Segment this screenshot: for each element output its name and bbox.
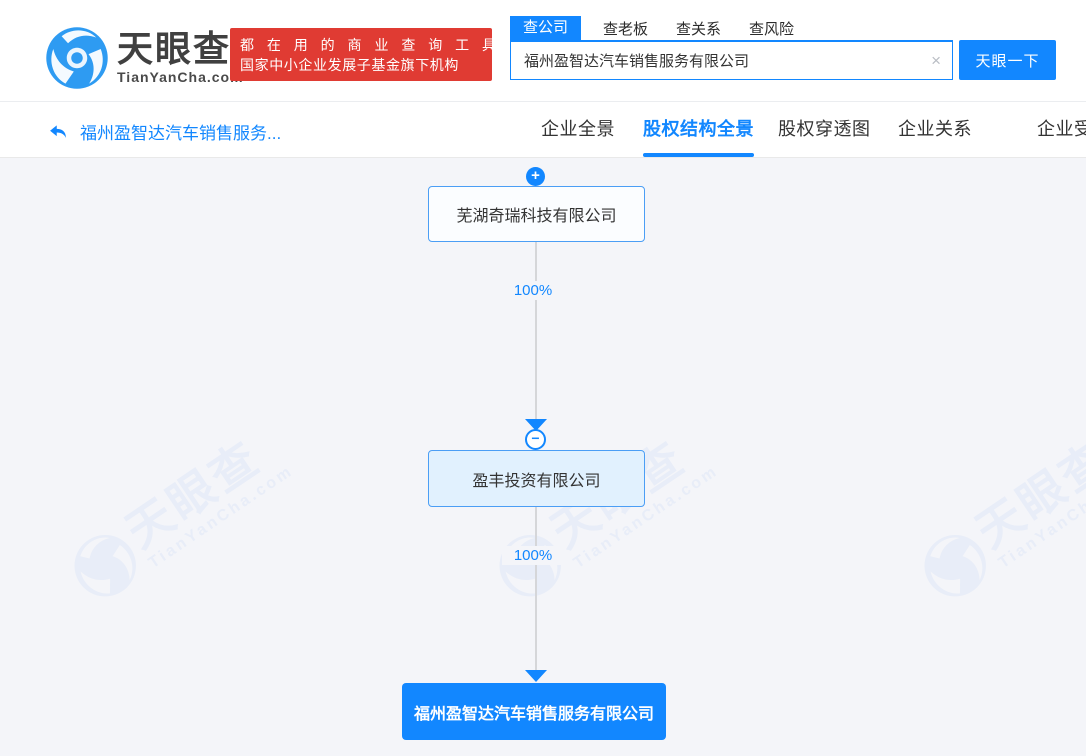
edge-arrowhead-bottom xyxy=(525,670,547,682)
company-node-shareholder[interactable]: 芜湖奇瑞科技有限公司 xyxy=(428,186,645,242)
search-input[interactable] xyxy=(511,42,952,79)
company-name-breadcrumb: 福州盈智达汽车销售服务... xyxy=(80,124,282,143)
watermark: 天眼查 TianYanCha.com xyxy=(875,364,1086,612)
search-tab-company[interactable]: 查公司 xyxy=(510,16,582,40)
brand-domain: TianYanCha.com xyxy=(117,69,244,85)
watermark-subtext: TianYanCha.com xyxy=(145,462,297,572)
tianyancha-swirl-icon xyxy=(46,27,108,89)
tab-equity-structure-label: 股权结构全景 xyxy=(643,119,754,139)
tab-equity-penetration[interactable]: 股权穿透图 xyxy=(778,119,871,139)
watermark-text: 天眼查 xyxy=(966,430,1086,558)
brand-name: 天眼查 xyxy=(117,28,232,69)
tab-beneficial-owner[interactable]: 企业受 xyxy=(1037,119,1086,139)
watermark-swirl-icon xyxy=(499,534,561,597)
watermark-text: 天眼查 xyxy=(968,751,1086,756)
tab-company-relations[interactable]: 企业关系 xyxy=(898,119,972,139)
clear-search-icon[interactable]: × xyxy=(931,51,941,70)
promo-line-2: 国家中小企业发展子基金旗下机构 xyxy=(240,56,459,73)
search-category-tabs: 查公司 查老板 查关系 查风险 xyxy=(510,16,822,40)
watermark-text: 天眼查 xyxy=(117,736,286,756)
search-box: × xyxy=(510,40,953,80)
company-node-target[interactable]: 福州盈智达汽车销售服务有限公司 xyxy=(402,683,666,740)
promo-banner: 都 在 用 的 商 业 查 询 工 具 国家中小企业发展子基金旗下机构 xyxy=(230,28,501,81)
tab-equity-structure[interactable]: 股权结构全景 xyxy=(643,102,754,157)
watermark-swirl-icon xyxy=(924,534,986,597)
watermark: 天眼查 TianYanCha.com xyxy=(25,679,305,756)
search-tab-boss[interactable]: 查老板 xyxy=(603,20,649,38)
expand-node-button[interactable]: + xyxy=(526,167,545,186)
search-tab-risk[interactable]: 查风险 xyxy=(749,20,795,38)
active-tab-underline xyxy=(643,153,754,157)
tianyancha-logo[interactable]: 天眼查 TianYanCha.com xyxy=(45,26,244,90)
search-submit-button[interactable]: 天眼一下 xyxy=(959,40,1056,80)
watermark-subtext: TianYanCha.com xyxy=(995,462,1086,572)
watermark-swirl-icon xyxy=(74,534,136,597)
edge-line-top xyxy=(535,242,537,420)
back-to-company[interactable]: 福州盈智达汽车销售服务... xyxy=(48,119,281,144)
ownership-percent-top: 100% xyxy=(502,281,564,300)
watermark: 天眼查 TianYanCha.com xyxy=(25,364,305,612)
company-node-intermediate[interactable]: 盈丰投资有限公司 xyxy=(428,450,645,507)
tab-company-overview[interactable]: 企业全景 xyxy=(541,119,615,139)
watermark: 天眼查 TianYanCha.com xyxy=(875,694,1086,756)
watermark-text: 天眼查 xyxy=(116,430,271,558)
top-header: 天眼查 TianYanCha.com 都 在 用 的 商 业 查 询 工 具 国… xyxy=(0,0,1086,102)
equity-structure-canvas: 天眼查 TianYanCha.com 天眼查 TianYanCha.com 天眼… xyxy=(0,158,1086,756)
promo-line-1: 都 在 用 的 商 业 查 询 工 具 xyxy=(240,36,501,53)
ownership-percent-bottom: 100% xyxy=(502,546,564,565)
search-tab-relation[interactable]: 查关系 xyxy=(676,20,722,38)
company-nav-bar: 福州盈智达汽车销售服务... 企业全景 股权结构全景 股权穿透图 企业关系 企业… xyxy=(0,102,1086,158)
collapse-node-button[interactable]: − xyxy=(525,429,546,450)
edge-arrowhead-top xyxy=(525,419,547,431)
edge-line-bottom xyxy=(535,507,537,670)
back-arrow-icon xyxy=(50,124,66,138)
